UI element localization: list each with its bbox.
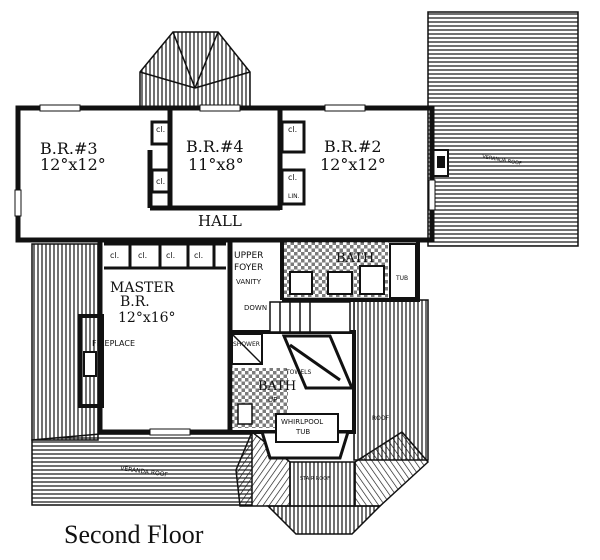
- veranda-roof-right: [427, 11, 579, 247]
- fireplace-label: FIREPLACE: [92, 339, 135, 348]
- stairs: [269, 301, 355, 390]
- br2-size: 12°x12°: [320, 155, 386, 174]
- cl-3: cl.: [288, 125, 297, 134]
- upper-bath: [284, 242, 417, 299]
- br3-name: B.R.#3: [40, 139, 98, 158]
- cl-1: cl.: [156, 125, 165, 134]
- br3-size: 12°x12°: [40, 155, 106, 174]
- br2-name: B.R.#2: [324, 137, 382, 156]
- roof-areas: [31, 11, 579, 535]
- cl-7: cl.: [166, 251, 175, 260]
- towels-label: TOWELS: [285, 369, 311, 376]
- shower-label: SHOWER: [233, 341, 260, 348]
- whirlpool-1: WHIRLPOOL: [281, 418, 323, 426]
- labels: B.R.#3 12°x12° B.R.#4 11°x8° B.R.#2 12°x…: [40, 125, 522, 482]
- tub-label: TUB: [395, 275, 408, 282]
- down-label: DOWN: [244, 304, 267, 312]
- master-name2: B.R.: [120, 294, 150, 310]
- up-label: UP: [268, 396, 277, 404]
- floor-caption: Second Floor: [64, 520, 204, 549]
- upper-foyer-2: FOYER: [234, 263, 263, 273]
- closets: [104, 120, 306, 270]
- veranda-roof-side: [353, 299, 429, 461]
- windows: [14, 104, 436, 436]
- cl-6: cl.: [138, 251, 147, 260]
- upper-foyer-1: UPPER: [234, 251, 263, 261]
- lin-label: LIN.: [288, 193, 300, 200]
- fireplace-hearth: [83, 351, 97, 377]
- stair-roof-label: STAIR ROOF: [300, 476, 330, 482]
- bath-upper-label: BATH: [336, 251, 374, 266]
- br4-name: B.R.#4: [186, 137, 244, 156]
- whirlpool-2: TUB: [295, 428, 310, 436]
- cl-4: cl.: [288, 173, 297, 182]
- cl-2: cl.: [156, 177, 165, 186]
- hall-label: HALL: [198, 212, 242, 230]
- cl-8: cl.: [194, 251, 203, 260]
- veranda-roof-left: [31, 243, 99, 441]
- bath-lower-label: BATH: [258, 379, 296, 394]
- roof-label: ROOF: [372, 415, 390, 422]
- lower-bath: [231, 333, 351, 460]
- master-size: 12°x16°: [118, 310, 176, 326]
- vanity-label: VANITY: [236, 278, 262, 286]
- cl-5: cl.: [110, 251, 119, 260]
- br4-size: 11°x8°: [188, 155, 244, 174]
- master-name: MASTER: [110, 280, 175, 296]
- top-bay-roof: [139, 31, 251, 109]
